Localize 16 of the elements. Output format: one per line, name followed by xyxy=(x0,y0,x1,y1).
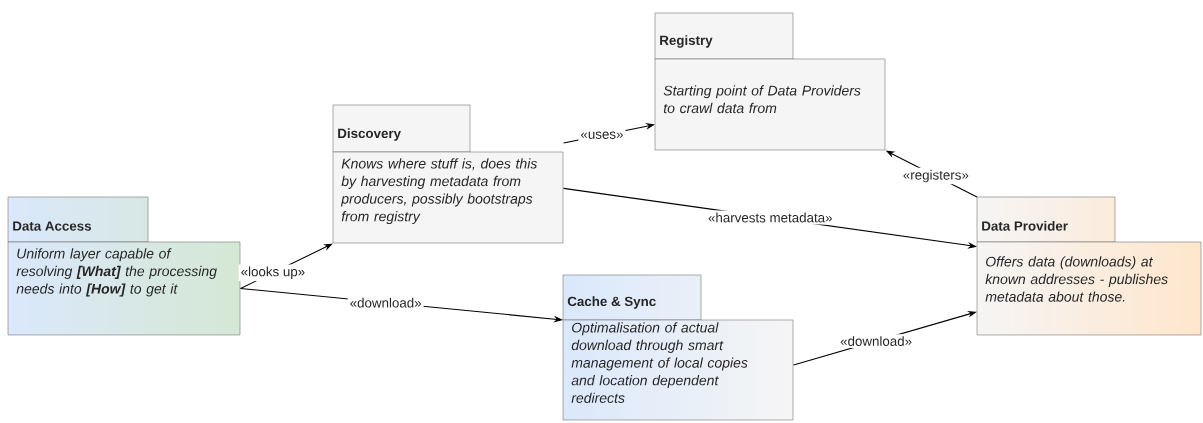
node-label: Data Provider xyxy=(982,220,1068,231)
package-box: Cache & Sync Optimalisation of actual download through smart management of local copies and location dependent redirects xyxy=(562,274,794,421)
package-box: Discovery Knows where stuff is, does this by harvesting metadata from producers, possibly bootstraps from registry xyxy=(332,104,564,244)
node-label: Data Access xyxy=(13,221,92,231)
edge-label: «download» xyxy=(838,334,915,348)
package-box: Registry Starting point of Data Providers to crawl data from xyxy=(654,12,886,151)
edge-label: «registers» xyxy=(900,167,971,185)
node-label: Cache & Sync xyxy=(567,296,656,309)
node-label: Discovery xyxy=(338,128,401,141)
node-label: Registry xyxy=(660,35,713,48)
edge-label: «download» xyxy=(347,295,424,310)
package-box: Data Provider Offers data (downloads) at known addresses - publishes metadata about those. xyxy=(976,196,1202,336)
edge-label: «harvests metadata» xyxy=(706,210,835,225)
edge-label: «uses» xyxy=(578,129,626,141)
package-box: Data Access Uniform layer capable of resolving [What] the processing needs into [How] to get it xyxy=(7,196,241,336)
edge-label: «looks up» xyxy=(238,264,308,281)
